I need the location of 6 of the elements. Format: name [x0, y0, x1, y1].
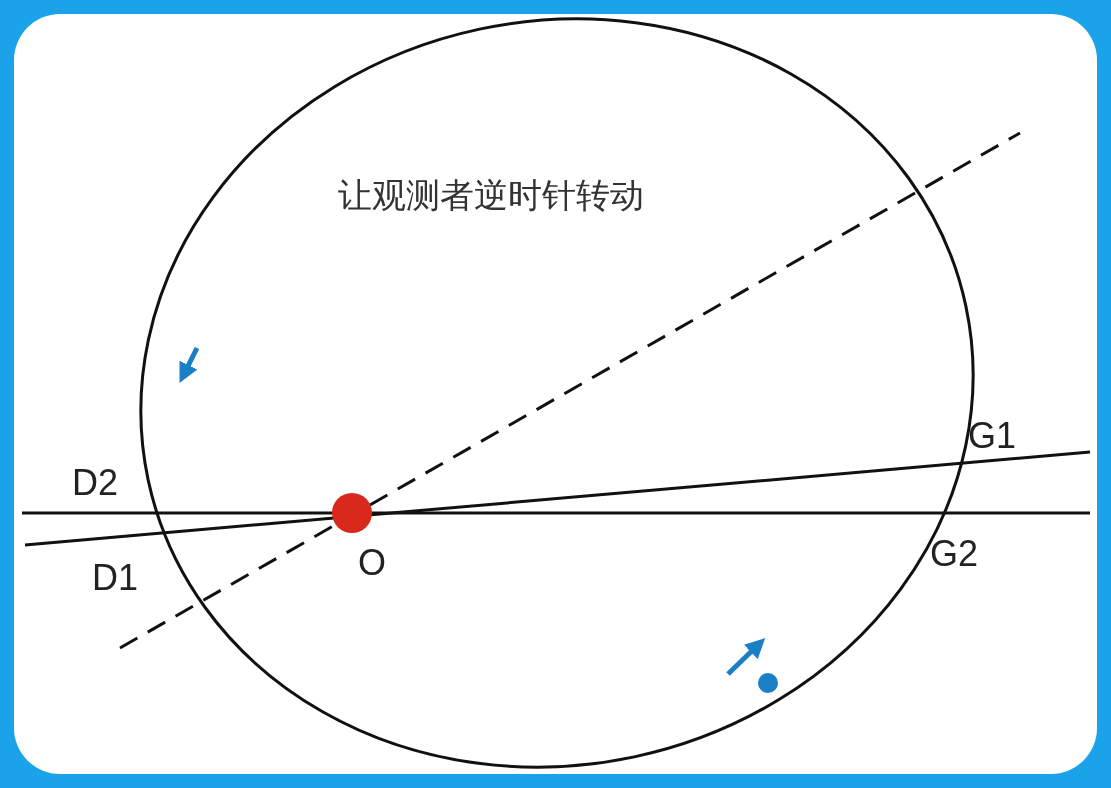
- point-label: D2: [72, 465, 119, 501]
- point-label: G2: [930, 536, 979, 572]
- point-label: G1: [968, 418, 1017, 454]
- point-label: O: [358, 545, 386, 581]
- point-label: D1: [92, 560, 139, 596]
- instruction-text: 让观测者逆时针转动: [338, 178, 644, 212]
